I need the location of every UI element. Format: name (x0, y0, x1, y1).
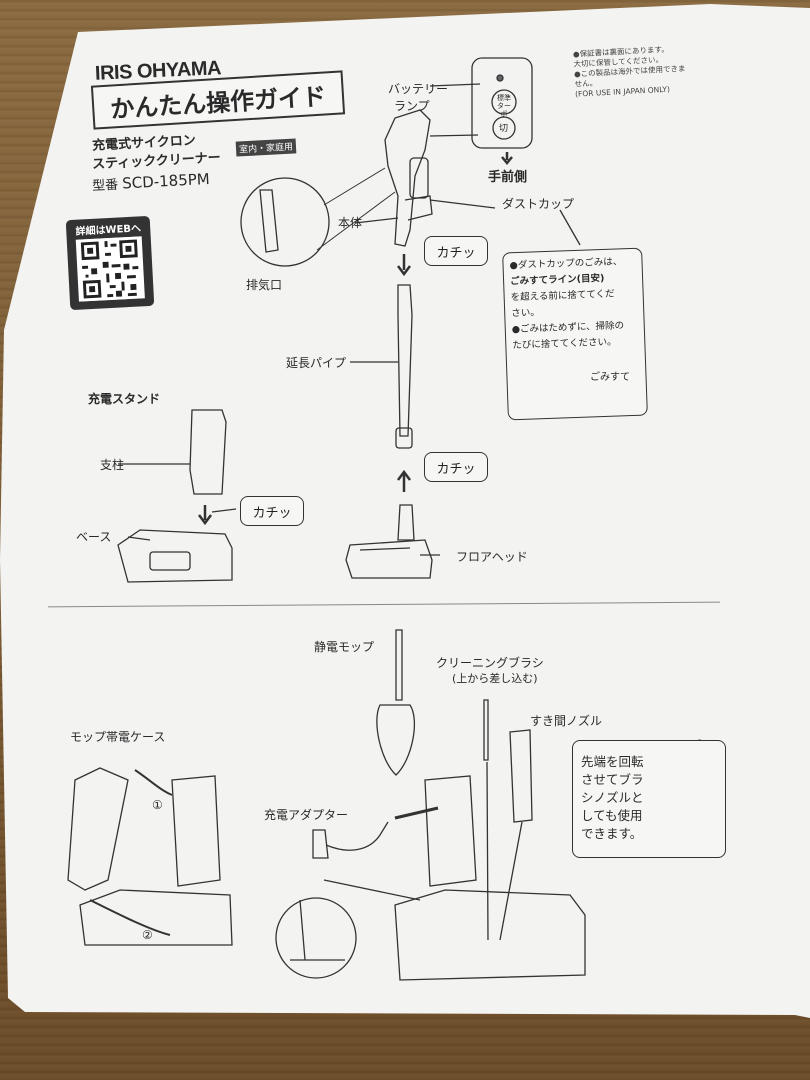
tip-line: 先端を回転 (581, 754, 644, 769)
battery-lamp-line1: バッテリー (388, 82, 449, 96)
step-1-marker: ① (152, 798, 163, 812)
click-callout-top: カチッ (424, 236, 488, 266)
nozzle-tip-box: 先端を回転 させてブラ シノズルと しても使用 できます。 (572, 740, 726, 858)
label-cleaning-brush: クリーニングブラシ (436, 656, 544, 670)
qr-code-icon (75, 236, 145, 302)
click-callout-pipe: カチッ (424, 452, 488, 482)
dust-cup-info-box: ●ダストカップのごみは、 ごみすてライン(目安) を超える前に捨ててくだ さい。… (502, 247, 648, 421)
tip-line: シノズルと (581, 790, 644, 805)
label-charge-adapter: 充電アダプター (264, 808, 349, 822)
dust-line-label: ごみすて (590, 372, 631, 383)
label-pillar: 支柱 (100, 458, 125, 472)
off-button-label: 切 (499, 124, 509, 134)
exhaust-detail-circle (240, 177, 330, 267)
tip-line: できます。 (581, 826, 643, 841)
web-qr-panel[interactable]: 詳細はWEBへ (65, 215, 155, 311)
label-mop-case: モップ帯電ケース (70, 730, 166, 744)
dust-info-line: ●ごみはためずに、掃除の (511, 320, 625, 336)
off-button-diagram (492, 116, 516, 140)
label-floor-head: フロアヘッド (456, 550, 528, 564)
static-mop-diagram (376, 704, 416, 776)
label-crevice-nozzle: すき間ノズル (530, 714, 603, 728)
click-callout-stand: カチッ (240, 496, 304, 526)
label-base: ベース (76, 530, 112, 544)
vacuum-body-diagram (384, 109, 431, 247)
turbo-label-line1: 標準 (497, 94, 511, 102)
charge-adapter-diagram (312, 829, 329, 859)
turbo-label-line2: ターボ (497, 102, 511, 118)
stand-base-diagram (117, 529, 233, 583)
dust-info-line: たびに捨ててください。 (512, 336, 617, 352)
label-charging-stand: 充電スタンド (88, 392, 161, 406)
label-cleaning-brush-note: (上から差し込む) (452, 672, 538, 685)
dust-info-line: ●ダストカップのごみは、 (509, 256, 623, 272)
label-extension-pipe: 延長パイプ (286, 356, 347, 370)
label-body: 本体 (338, 216, 363, 230)
extension-pipe-diagram (397, 284, 413, 437)
stand-pillar-diagram (189, 409, 227, 495)
label-exhaust: 排気口 (246, 278, 283, 292)
label-dust-cup: ダストカップ (502, 197, 575, 211)
battery-lamp-line2: ランプ (394, 99, 430, 113)
turbo-button-diagram (491, 89, 517, 115)
step-2-marker: ② (142, 928, 153, 942)
turbo-button-label: 標準 ターボ (494, 94, 514, 118)
label-front-side: 手前側 (488, 170, 528, 185)
label-static-mop: 静電モップ (314, 640, 375, 654)
mop-case-diagram (67, 767, 129, 891)
tip-line: させてブラ (581, 772, 644, 787)
crevice-nozzle-diagram (509, 729, 533, 823)
dust-info-line: さい。 (511, 307, 540, 320)
dust-info-line: を超える前に捨ててくだ (510, 288, 615, 304)
control-panel-diagram (471, 57, 533, 149)
floor-head-diagram (345, 539, 433, 579)
dust-info-line: ごみすてライン(目安) (509, 272, 605, 288)
tip-line: しても使用 (581, 808, 643, 823)
label-battery-lamp: バッテリー ランプ (388, 80, 448, 114)
